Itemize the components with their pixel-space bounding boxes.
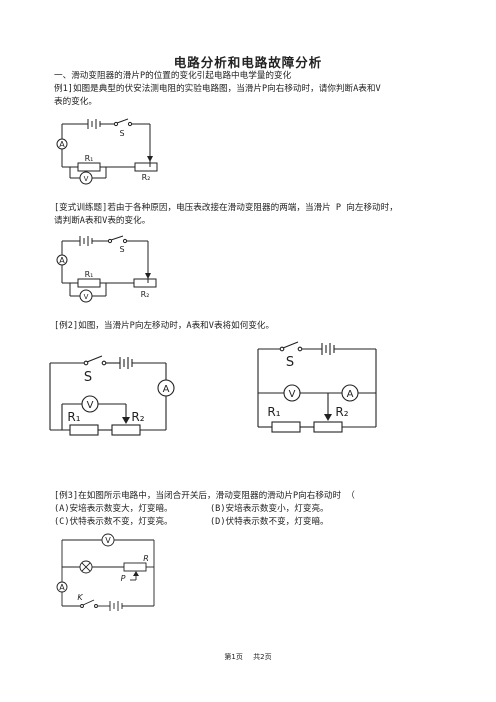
r2-label: R₂ — [142, 173, 151, 182]
voltmeter-label: V — [87, 400, 94, 411]
rheostat-label: R — [143, 554, 149, 563]
option-d: (D)伏特表示数不变，灯变暗。 — [210, 517, 329, 527]
circuit-diagram-4: S V A R₁ R₂ — [257, 341, 377, 433]
circuit-diagram-3: S A V R₁ R₂ — [49, 355, 175, 436]
ammeter-label: A — [59, 583, 65, 592]
r1-label: R₁ — [85, 270, 94, 279]
circuit-diagram-5: V A R P K — [56, 533, 155, 611]
option-b: (B)安培表示数变小，灯变亮。 — [210, 504, 329, 514]
page-number: 第1页 — [224, 653, 243, 661]
r2-label: R₂ — [335, 405, 348, 419]
ammeter-label: A — [163, 384, 170, 395]
switch-label: S — [119, 129, 124, 138]
option-c: (C)伏特表示数不变，灯变亮。 — [54, 517, 173, 527]
section-heading: 一、滑动变阻器的滑片P的位置的变化引起电路中电学量的变化 — [54, 71, 292, 81]
circuit-diagram-1: A S R₁ R₂ V — [56, 118, 158, 185]
r2-label: R₂ — [141, 290, 150, 299]
example1-text-line2: 表的变化。 — [54, 97, 97, 107]
slider-label: P — [121, 574, 126, 583]
r1-label: R₁ — [267, 405, 280, 419]
page-title: 电路分析和电路故障分析 — [173, 55, 323, 70]
page-total: 共2页 — [253, 653, 272, 661]
ammeter-label: A — [59, 256, 65, 265]
variant-text-line2: 请判断A表和V表的变化。 — [54, 216, 151, 226]
circuit-diagram-2: A S R₁ R₂ V — [56, 235, 157, 303]
voltmeter-label: V — [289, 389, 296, 400]
voltmeter-label: V — [84, 175, 89, 183]
example2-text: [例2]如图，当滑片P向左移动时，A表和V表将如何变化。 — [54, 321, 275, 331]
option-a: (A)安培表示数变大，灯变暗。 — [54, 504, 173, 514]
example1-text-line1: 例1]如图是典型的伏安法测电阻的实验电路图，当滑片P向右移动时，请你判断A表和V — [54, 84, 381, 94]
page-footer: 第1页 共2页 — [0, 652, 496, 662]
r1-label: R₁ — [67, 410, 80, 424]
r1-label: R₁ — [85, 154, 94, 163]
variant-text-line1: [变式训练题]若由于各种原因，电压表改接在滑动变阻器的两端，当滑片 P 向左移动… — [54, 203, 398, 213]
ammeter-label: A — [59, 140, 65, 149]
example3-text: [例3]在如图所示电路中，当闭合开关后，滑动变阻器的滑动片P向右移动时 （ — [54, 491, 355, 501]
switch-label: S — [84, 370, 92, 385]
switch-label: S — [286, 355, 294, 370]
key-label: K — [77, 593, 83, 602]
switch-label: S — [119, 245, 124, 254]
r2-label: R₂ — [131, 410, 144, 424]
voltmeter-label: V — [105, 536, 111, 545]
voltmeter-label: V — [84, 293, 89, 301]
ammeter-label: A — [347, 389, 354, 400]
